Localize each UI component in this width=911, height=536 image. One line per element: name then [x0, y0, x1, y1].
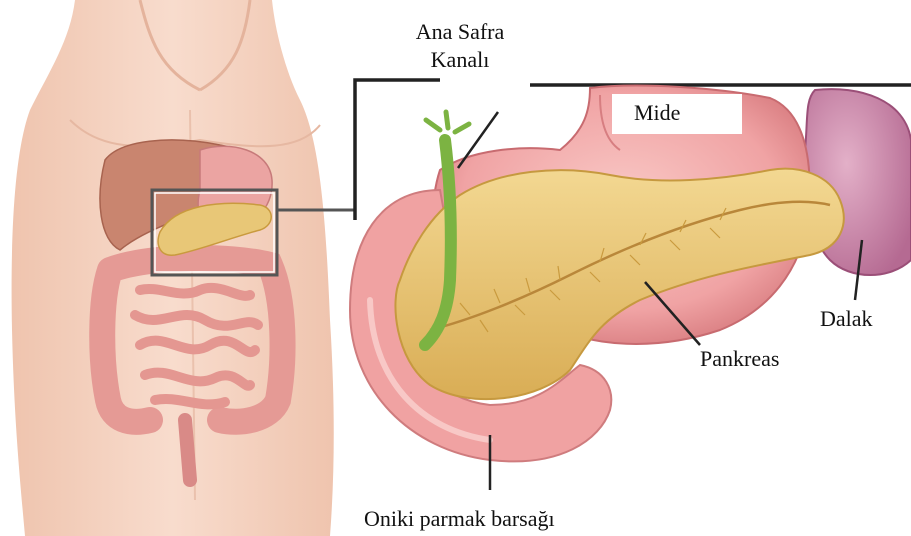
rectum: [185, 420, 190, 480]
spleen-label: Dalak: [820, 308, 873, 330]
bile-duct-label-line1: Ana Safra: [416, 19, 505, 44]
bile-duct-label: Ana Safra Kanalı: [370, 18, 550, 73]
duodenum-label: Oniki parmak barsağı: [364, 508, 555, 530]
pancreas-label: Pankreas: [700, 348, 779, 370]
bile-duct-label-line2: Kanalı: [431, 47, 490, 72]
stomach-label: Mide: [612, 94, 742, 134]
